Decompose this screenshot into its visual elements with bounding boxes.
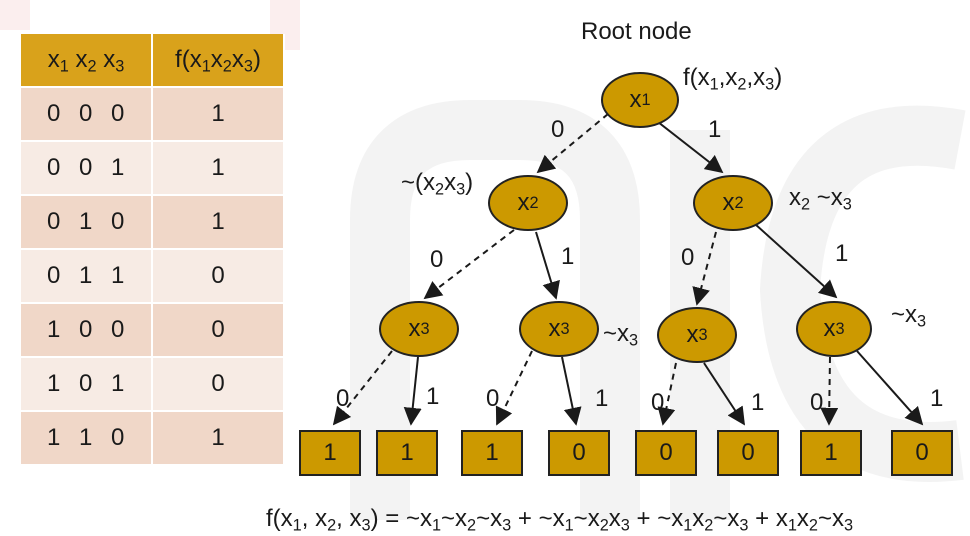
output-value: 0 — [152, 303, 285, 358]
edge-label-1: 1 — [835, 240, 849, 267]
leaf-node: 0 — [891, 430, 953, 476]
input-bit-x3: 1 — [111, 370, 125, 397]
edge-x3a-1 — [403, 356, 422, 426]
input-bit-x1: 0 — [47, 154, 61, 181]
edge-label-0: 0 — [430, 246, 444, 273]
edge-label-1: 1 — [595, 385, 609, 412]
edge-x2r-0 — [692, 231, 717, 306]
output-value: 1 — [152, 195, 285, 250]
edge-x3a-0 — [332, 350, 393, 426]
edge-label-1: 1 — [751, 389, 765, 416]
input-bit-x2: 0 — [79, 100, 93, 127]
right-x2-annotation: x2 ~x3 — [789, 184, 852, 214]
edge-x3b-1 — [561, 356, 582, 426]
truth-table-header: x1 x2 x3 f(x1x2x3) — [21, 34, 285, 88]
edge-label-0: 0 — [486, 385, 500, 412]
x3-node-4-annotation: ~x3 — [891, 301, 927, 331]
edge-label-0: 0 — [810, 389, 824, 416]
root-function-annotation: f(x1,x2,x3) — [683, 64, 783, 94]
edge-label-0: 0 — [651, 389, 665, 416]
edge-x2l-1 — [535, 231, 560, 300]
leaf-node: 0 — [717, 430, 779, 476]
input-bit-x3: 1 — [111, 262, 125, 289]
x3-node-2-annotation: ~x3 — [603, 320, 639, 350]
leaf-node: 1 — [299, 430, 361, 476]
edge-label-1: 1 — [708, 116, 722, 143]
edge-x1-1 — [657, 121, 724, 174]
input-bit-x3: 0 — [111, 316, 125, 343]
input-bit-x2: 1 — [79, 208, 93, 235]
input-bit-x3: 0 — [111, 100, 125, 127]
output-value: 1 — [152, 411, 285, 466]
leaf-node: 0 — [548, 430, 610, 476]
edge-label-1: 1 — [930, 385, 944, 412]
input-bit-x2: 0 — [79, 316, 93, 343]
edge-x3c-1 — [703, 362, 745, 426]
output-value: 1 — [152, 141, 285, 196]
boolean-formula: f(x1, x2, x3) = ~x1~x2~x3 + ~x1~x2x3 + ~… — [266, 505, 854, 535]
input-bit-x1: 0 — [47, 100, 61, 127]
output-value: 1 — [152, 87, 285, 142]
header-function: f(x1x2x3) — [152, 34, 285, 88]
root-node-label: Root node — [581, 18, 692, 45]
input-bit-x1: 1 — [47, 316, 61, 343]
input-bit-x2: 0 — [79, 370, 93, 397]
input-bit-x3: 1 — [111, 154, 125, 181]
input-bit-x3: 0 — [111, 208, 125, 235]
input-bit-x1: 0 — [47, 262, 61, 289]
edge-label-0: 0 — [336, 385, 350, 412]
edge-x3d-0 — [820, 356, 839, 426]
input-bit-x2: 0 — [79, 154, 93, 181]
input-bit-x1: 1 — [47, 424, 61, 451]
edge-x1-0 — [536, 113, 609, 174]
input-bit-x1: 0 — [47, 208, 61, 235]
edge-x2l-0 — [423, 229, 515, 300]
left-x2-annotation: ~(x2x3) — [401, 169, 474, 199]
output-value: 0 — [152, 357, 285, 412]
input-bit-x2: 1 — [79, 262, 93, 289]
input-bit-x1: 1 — [47, 370, 61, 397]
edge-label-1: 1 — [426, 383, 440, 410]
leaf-node: 1 — [800, 430, 862, 476]
leaf-node: 1 — [376, 430, 438, 476]
header-inputs: x1 x2 x3 — [21, 34, 153, 88]
input-bit-x3: 0 — [111, 424, 125, 451]
edge-x3b-0 — [495, 350, 533, 426]
leaf-node: 0 — [635, 430, 697, 476]
edge-label-1: 1 — [561, 243, 575, 270]
edge-label-0: 0 — [551, 116, 565, 143]
edge-x2r-1 — [754, 223, 838, 299]
edge-label-0: 0 — [681, 244, 695, 271]
edge-x3d-1 — [856, 350, 924, 426]
edge-x3c-0 — [657, 362, 677, 426]
output-value: 0 — [152, 249, 285, 304]
leaf-node: 1 — [461, 430, 523, 476]
input-bit-x2: 1 — [79, 424, 93, 451]
